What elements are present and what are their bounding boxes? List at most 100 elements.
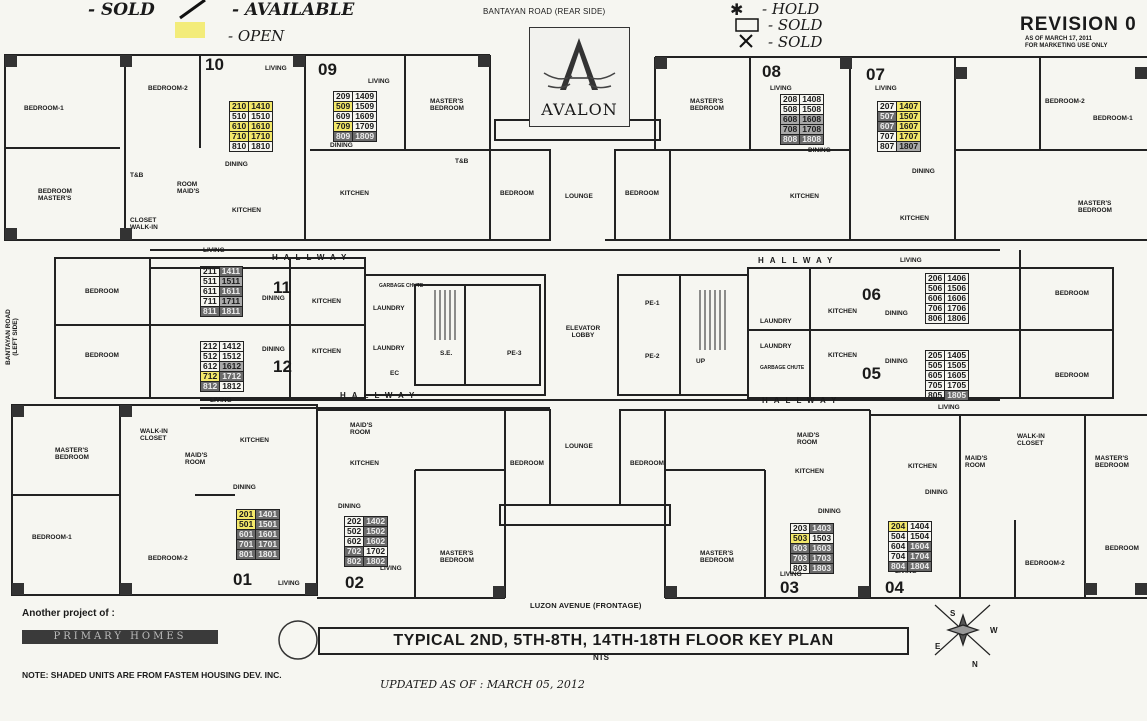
unit-cell[interactable]: 1701 — [255, 539, 281, 550]
unit-cell[interactable]: 1802 — [363, 556, 389, 567]
unit-cell[interactable]: 603 — [789, 543, 811, 554]
unit-cell[interactable]: 1512 — [219, 351, 245, 362]
unit-cell[interactable]: 1504 — [907, 531, 933, 542]
unit-cell[interactable]: 1601 — [255, 529, 281, 540]
unit-cell[interactable]: 1407 — [896, 101, 922, 112]
unit-cell[interactable]: 1708 — [799, 124, 825, 135]
unit-cell[interactable]: 811 — [200, 306, 220, 317]
unit-cell[interactable]: 709 — [332, 121, 354, 132]
unit-cell[interactable]: 1712 — [219, 371, 245, 382]
unit-cell[interactable]: 205 — [924, 350, 946, 361]
unit-cell[interactable]: 703 — [789, 553, 811, 564]
unit-cell[interactable]: 1606 — [944, 293, 970, 304]
unit-cell[interactable]: 203 — [789, 523, 811, 534]
unit-cell[interactable]: 808 — [779, 134, 801, 145]
unit-cell[interactable]: 1602 — [363, 536, 389, 547]
unit-cell[interactable]: 807 — [876, 141, 898, 152]
unit-cell[interactable]: 209 — [332, 91, 354, 102]
unit-cell[interactable]: 602 — [343, 536, 365, 547]
unit-cell[interactable]: 711 — [200, 296, 220, 307]
unit-cell[interactable]: 1702 — [363, 546, 389, 557]
unit-cell[interactable]: 1409 — [352, 91, 378, 102]
unit-cell[interactable]: 503 — [789, 533, 811, 544]
unit-cell[interactable]: 1805 — [944, 390, 970, 401]
unit-cell[interactable]: 1604 — [907, 541, 933, 552]
unit-cell[interactable]: 1704 — [907, 551, 933, 562]
unit-cell[interactable]: 207 — [876, 101, 898, 112]
unit-cell[interactable]: 804 — [887, 561, 909, 572]
unit-cell[interactable]: 210 — [228, 101, 250, 112]
unit-cell[interactable]: 504 — [887, 531, 909, 542]
unit-cell[interactable]: 1507 — [896, 111, 922, 122]
unit-cell[interactable]: 1411 — [218, 266, 244, 277]
unit-cell[interactable]: 702 — [343, 546, 365, 557]
unit-cell[interactable]: 606 — [924, 293, 946, 304]
unit-cell[interactable]: 1804 — [907, 561, 933, 572]
unit-cell[interactable]: 1404 — [907, 521, 933, 532]
unit-cell[interactable]: 211 — [200, 266, 220, 277]
unit-cell[interactable]: 708 — [779, 124, 801, 135]
unit-cell[interactable]: 1705 — [944, 380, 970, 391]
unit-cell[interactable]: 1811 — [218, 306, 244, 317]
unit-cell[interactable]: 601 — [235, 529, 257, 540]
unit-cell[interactable]: 501 — [235, 519, 257, 530]
unit-cell[interactable]: 704 — [887, 551, 909, 562]
unit-cell[interactable]: 706 — [924, 303, 946, 314]
unit-cell[interactable]: 1510 — [248, 111, 274, 122]
unit-cell[interactable]: 1808 — [799, 134, 825, 145]
unit-cell[interactable]: 1506 — [944, 283, 970, 294]
unit-cell[interactable]: 1612 — [219, 361, 245, 372]
unit-cell[interactable]: 511 — [200, 276, 220, 287]
unit-cell[interactable]: 1501 — [255, 519, 281, 530]
unit-cell[interactable]: 1806 — [944, 313, 970, 324]
unit-cell[interactable]: 1607 — [896, 121, 922, 132]
unit-cell[interactable]: 202 — [343, 516, 365, 527]
unit-cell[interactable]: 1807 — [896, 141, 922, 152]
unit-cell[interactable]: 810 — [228, 141, 250, 152]
unit-cell[interactable]: 1803 — [809, 563, 835, 574]
unit-cell[interactable]: 705 — [924, 380, 946, 391]
unit-cell[interactable]: 1711 — [218, 296, 244, 307]
unit-cell[interactable]: 605 — [924, 370, 946, 381]
unit-cell[interactable]: 1511 — [218, 276, 244, 287]
unit-cell[interactable]: 206 — [924, 273, 946, 284]
unit-cell[interactable]: 1509 — [352, 101, 378, 112]
unit-cell[interactable]: 1608 — [799, 114, 825, 125]
unit-cell[interactable]: 1403 — [809, 523, 835, 534]
unit-cell[interactable]: 712 — [199, 371, 221, 382]
unit-cell[interactable]: 506 — [924, 283, 946, 294]
unit-cell[interactable]: 505 — [924, 360, 946, 371]
unit-cell[interactable]: 507 — [876, 111, 898, 122]
unit-cell[interactable]: 1605 — [944, 370, 970, 381]
unit-cell[interactable]: 508 — [779, 104, 801, 115]
unit-cell[interactable]: 1801 — [255, 549, 281, 560]
unit-cell[interactable]: 1609 — [352, 111, 378, 122]
unit-cell[interactable]: 512 — [199, 351, 221, 362]
unit-cell[interactable]: 1412 — [219, 341, 245, 352]
unit-cell[interactable]: 1503 — [809, 533, 835, 544]
unit-cell[interactable]: 1402 — [363, 516, 389, 527]
unit-cell[interactable]: 1405 — [944, 350, 970, 361]
unit-cell[interactable]: 208 — [779, 94, 801, 105]
unit-cell[interactable]: 1505 — [944, 360, 970, 371]
unit-cell[interactable]: 1406 — [944, 273, 970, 284]
unit-cell[interactable]: 812 — [199, 381, 221, 392]
unit-cell[interactable]: 1706 — [944, 303, 970, 314]
unit-cell[interactable]: 1502 — [363, 526, 389, 537]
unit-cell[interactable]: 1508 — [799, 104, 825, 115]
unit-cell[interactable]: 1408 — [799, 94, 825, 105]
unit-cell[interactable]: 1809 — [352, 131, 378, 142]
unit-cell[interactable]: 1410 — [248, 101, 274, 112]
unit-cell[interactable]: 1610 — [248, 121, 274, 132]
unit-cell[interactable]: 707 — [876, 131, 898, 142]
unit-cell[interactable]: 1707 — [896, 131, 922, 142]
unit-cell[interactable]: 805 — [924, 390, 946, 401]
unit-cell[interactable]: 612 — [199, 361, 221, 372]
unit-cell[interactable]: 608 — [779, 114, 801, 125]
unit-cell[interactable]: 610 — [228, 121, 250, 132]
unit-cell[interactable]: 1603 — [809, 543, 835, 554]
unit-cell[interactable]: 701 — [235, 539, 257, 550]
unit-cell[interactable]: 801 — [235, 549, 257, 560]
unit-cell[interactable]: 710 — [228, 131, 250, 142]
unit-cell[interactable]: 1703 — [809, 553, 835, 564]
